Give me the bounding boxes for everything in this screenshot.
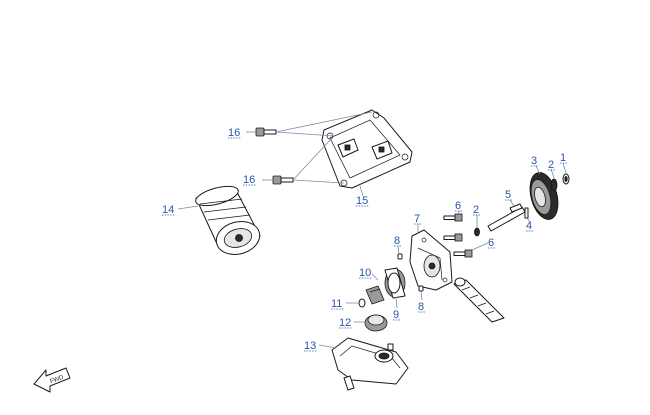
part-16-bolt-lower[interactable] — [272, 175, 294, 185]
part-9-outer-rotor[interactable] — [384, 267, 406, 299]
callout-6-lower[interactable]: 6 — [488, 237, 494, 249]
callout-5[interactable]: 5 — [505, 189, 511, 201]
part-11-ring[interactable] — [358, 298, 366, 308]
callout-2-lower[interactable]: 2 — [473, 204, 479, 216]
fwd-direction-arrow: FWD — [33, 367, 71, 393]
callout-16-upper[interactable]: 16 — [228, 127, 240, 139]
part-1-circlip[interactable] — [562, 173, 570, 185]
fwd-badge-text: FWD — [50, 375, 66, 386]
callout-1[interactable]: 1 — [560, 152, 566, 164]
part-6-bolt-middle[interactable] — [443, 233, 463, 242]
callout-8-lower[interactable]: 8 — [418, 301, 424, 313]
part-8-dowel-upper[interactable] — [397, 253, 403, 260]
part-13-oil-strainer[interactable] — [331, 337, 409, 391]
part-12-seal[interactable] — [364, 314, 388, 332]
relief-spring[interactable] — [453, 277, 505, 323]
part-5-shaft[interactable] — [487, 203, 526, 232]
callout-12[interactable]: 12 — [339, 317, 351, 329]
part-15-cover-plate[interactable] — [321, 109, 413, 189]
callout-11[interactable]: 11 — [331, 298, 342, 310]
callout-14[interactable]: 14 — [162, 204, 174, 216]
part-8-dowel-lower[interactable] — [418, 285, 424, 292]
part-2-washer-lower[interactable] — [474, 227, 480, 237]
callout-3[interactable]: 3 — [531, 155, 537, 167]
callout-9[interactable]: 9 — [393, 309, 399, 321]
part-14-oil-filter[interactable] — [194, 183, 264, 260]
callout-10[interactable]: 10 — [359, 267, 371, 279]
part-2-washer-upper[interactable] — [550, 178, 558, 192]
callout-labels: 1 2 3 4 5 6 2 6 7 8 8 9 10 11 12 13 14 — [162, 127, 567, 352]
leader-lines — [177, 111, 567, 349]
callout-2-upper[interactable]: 2 — [548, 159, 554, 171]
callout-6-upper[interactable]: 6 — [455, 200, 461, 212]
part-10-inner-rotor[interactable] — [365, 285, 385, 305]
callout-4[interactable]: 4 — [526, 220, 532, 232]
callout-16-lower[interactable]: 16 — [243, 174, 255, 186]
part-16-bolt-upper[interactable] — [255, 127, 277, 137]
part-6-bolt-upper[interactable] — [443, 213, 463, 222]
callout-15[interactable]: 15 — [356, 195, 368, 207]
callout-13[interactable]: 13 — [304, 340, 316, 352]
part-4-pin[interactable] — [524, 207, 529, 219]
callout-8-upper[interactable]: 8 — [394, 235, 400, 247]
part-6-bolt-lower[interactable] — [453, 249, 473, 258]
callout-7[interactable]: 7 — [414, 213, 420, 225]
part-7-pump-body[interactable] — [409, 229, 453, 291]
part-3-gear[interactable] — [525, 169, 563, 222]
